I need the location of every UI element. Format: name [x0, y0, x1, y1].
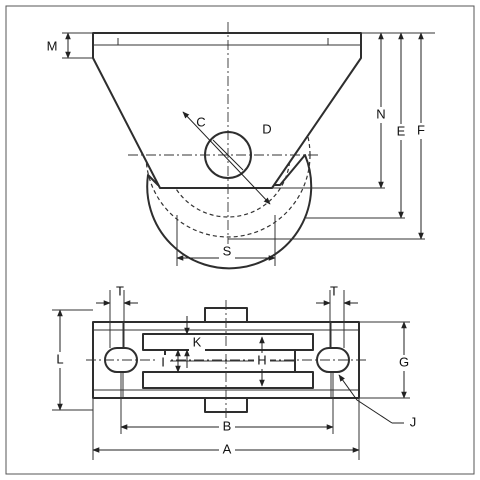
label-j: J — [410, 414, 417, 429]
label-m: M — [47, 38, 58, 53]
label-i: I — [161, 354, 165, 369]
label-f: F — [417, 122, 425, 137]
label-n: N — [376, 106, 385, 121]
drawing-border — [5, 5, 475, 475]
dimension-d-line — [182, 111, 271, 205]
label-d: D — [262, 121, 271, 136]
wheel-flange-bottom — [142, 371, 314, 389]
label-k: K — [193, 334, 202, 349]
label-bg — [373, 107, 389, 123]
label-t-right: T — [330, 283, 338, 298]
wheel-flange-top — [142, 333, 314, 351]
label-bg — [393, 124, 409, 140]
label-h: H — [257, 352, 266, 367]
label-bg — [52, 352, 68, 368]
plan-view — [86, 300, 366, 422]
label-c: C — [196, 114, 205, 129]
label-bg — [413, 123, 429, 139]
label-bg — [254, 353, 270, 369]
label-bg — [219, 419, 235, 435]
label-bg — [189, 335, 205, 351]
dimension-c-line — [212, 139, 244, 171]
label-e: E — [397, 123, 406, 138]
label-a: A — [223, 441, 232, 456]
label-bg — [44, 38, 60, 54]
label-l: L — [56, 351, 63, 366]
label-bg — [219, 244, 235, 260]
side-view — [92, 22, 362, 270]
label-g: G — [399, 354, 409, 369]
label-bg — [219, 442, 235, 458]
leader-j — [338, 374, 393, 424]
label-b: B — [223, 418, 232, 433]
wheel-outline — [146, 154, 313, 270]
label-bg — [156, 355, 170, 371]
label-t-left: T — [116, 283, 124, 298]
label-bg — [396, 355, 412, 371]
label-s: S — [223, 243, 232, 258]
